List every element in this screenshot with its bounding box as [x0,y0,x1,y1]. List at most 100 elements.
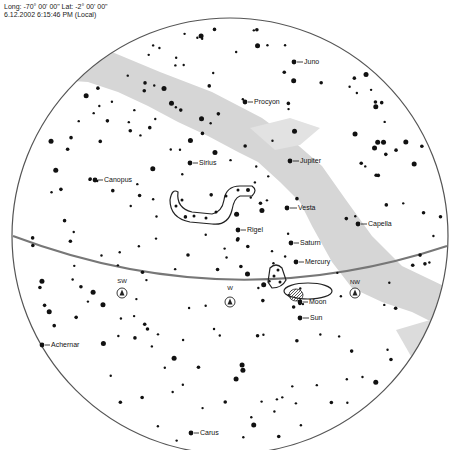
star-dot [143,81,147,85]
star-dot [383,121,385,123]
star-dot [216,268,220,272]
star-dot [418,253,422,257]
object-label: Jupiter [300,157,321,165]
star-dot [373,104,378,109]
star-dot [213,328,215,330]
star-dot [245,271,250,276]
star-dot [140,396,144,400]
object-label: Juno [304,58,319,66]
star-dot [394,148,398,152]
star-dot [273,410,275,412]
star-dot [119,400,123,404]
star-dot [69,239,73,243]
constellation-stars [175,188,282,284]
star-dot [183,33,185,35]
star-dot [336,272,338,274]
star-dot [182,339,184,341]
pointer-tick [98,180,103,181]
star-dot [272,262,274,264]
star-dot [271,140,273,142]
star-dot [340,295,342,297]
star-dot [348,86,350,88]
pointer-tick [294,243,299,244]
star-dot [251,423,256,428]
star-dot [259,202,263,206]
star-dot [209,193,213,197]
star-dot [209,122,211,124]
star-dot [234,377,239,382]
star-dot [234,212,239,217]
star-dot [117,264,119,266]
star-dot [170,148,172,150]
object-label: Canopus [104,176,132,184]
star-dot [361,376,363,378]
star-dot [101,341,106,346]
star-dot [439,215,443,219]
star-dot [291,78,296,83]
star-dot [128,129,132,133]
star-dot [117,335,119,337]
pointer-tick [293,161,299,162]
star-dot [420,144,424,148]
star-dot [188,138,193,143]
star-dot [291,385,293,387]
star-dot [412,162,417,167]
star-dot [153,84,155,86]
star-dot [204,305,206,307]
star-dot [246,245,250,249]
star-dot [373,380,378,385]
star-dot [147,54,149,56]
star-dot [217,112,221,116]
star-dot [319,333,321,335]
object-label: Sirius [199,159,217,167]
star-dot [120,317,122,319]
star-dot [171,391,173,393]
star-dot [389,358,393,362]
pointer-tick [303,318,309,319]
star-dot [172,356,177,361]
star-dot [257,287,259,289]
moon-disc [289,289,303,301]
star-dot [381,140,386,145]
star-dot [142,89,146,93]
star-dot [411,263,415,267]
star-dot [295,197,299,201]
star-dot [242,436,244,438]
star-dot [111,101,113,103]
star-dot [250,416,252,418]
star-dot [74,316,78,320]
star-dot [155,215,157,217]
star-dot [287,108,289,110]
star-dot [394,306,398,310]
star-dot [316,384,318,386]
star-dot [133,315,135,317]
star-dot [250,196,252,198]
object-dot [288,159,293,164]
star-dot [92,112,94,114]
star-dot [300,424,302,426]
star-dot [197,365,201,369]
star-dot [364,72,369,77]
star-dot [295,402,297,404]
star-dot [403,140,408,145]
star-dot [255,165,257,167]
star-dot [155,237,157,239]
star-dot [188,307,190,309]
star-dot [199,116,204,121]
star-dot [282,70,286,74]
object-dot [285,206,290,211]
object-label: Mercury [305,258,330,266]
star-dot [356,92,358,94]
star-dot [235,51,237,53]
star-dot [52,324,56,328]
star-dot [181,173,183,175]
object-label: Capella [368,220,392,228]
star-dot [374,100,378,104]
sky-circle [12,18,448,450]
star-dot [133,109,135,111]
star-dot [49,139,54,144]
star-dot [98,105,100,107]
star-dot [201,132,205,136]
star-dot [127,74,129,76]
pointer-tick [290,208,297,209]
